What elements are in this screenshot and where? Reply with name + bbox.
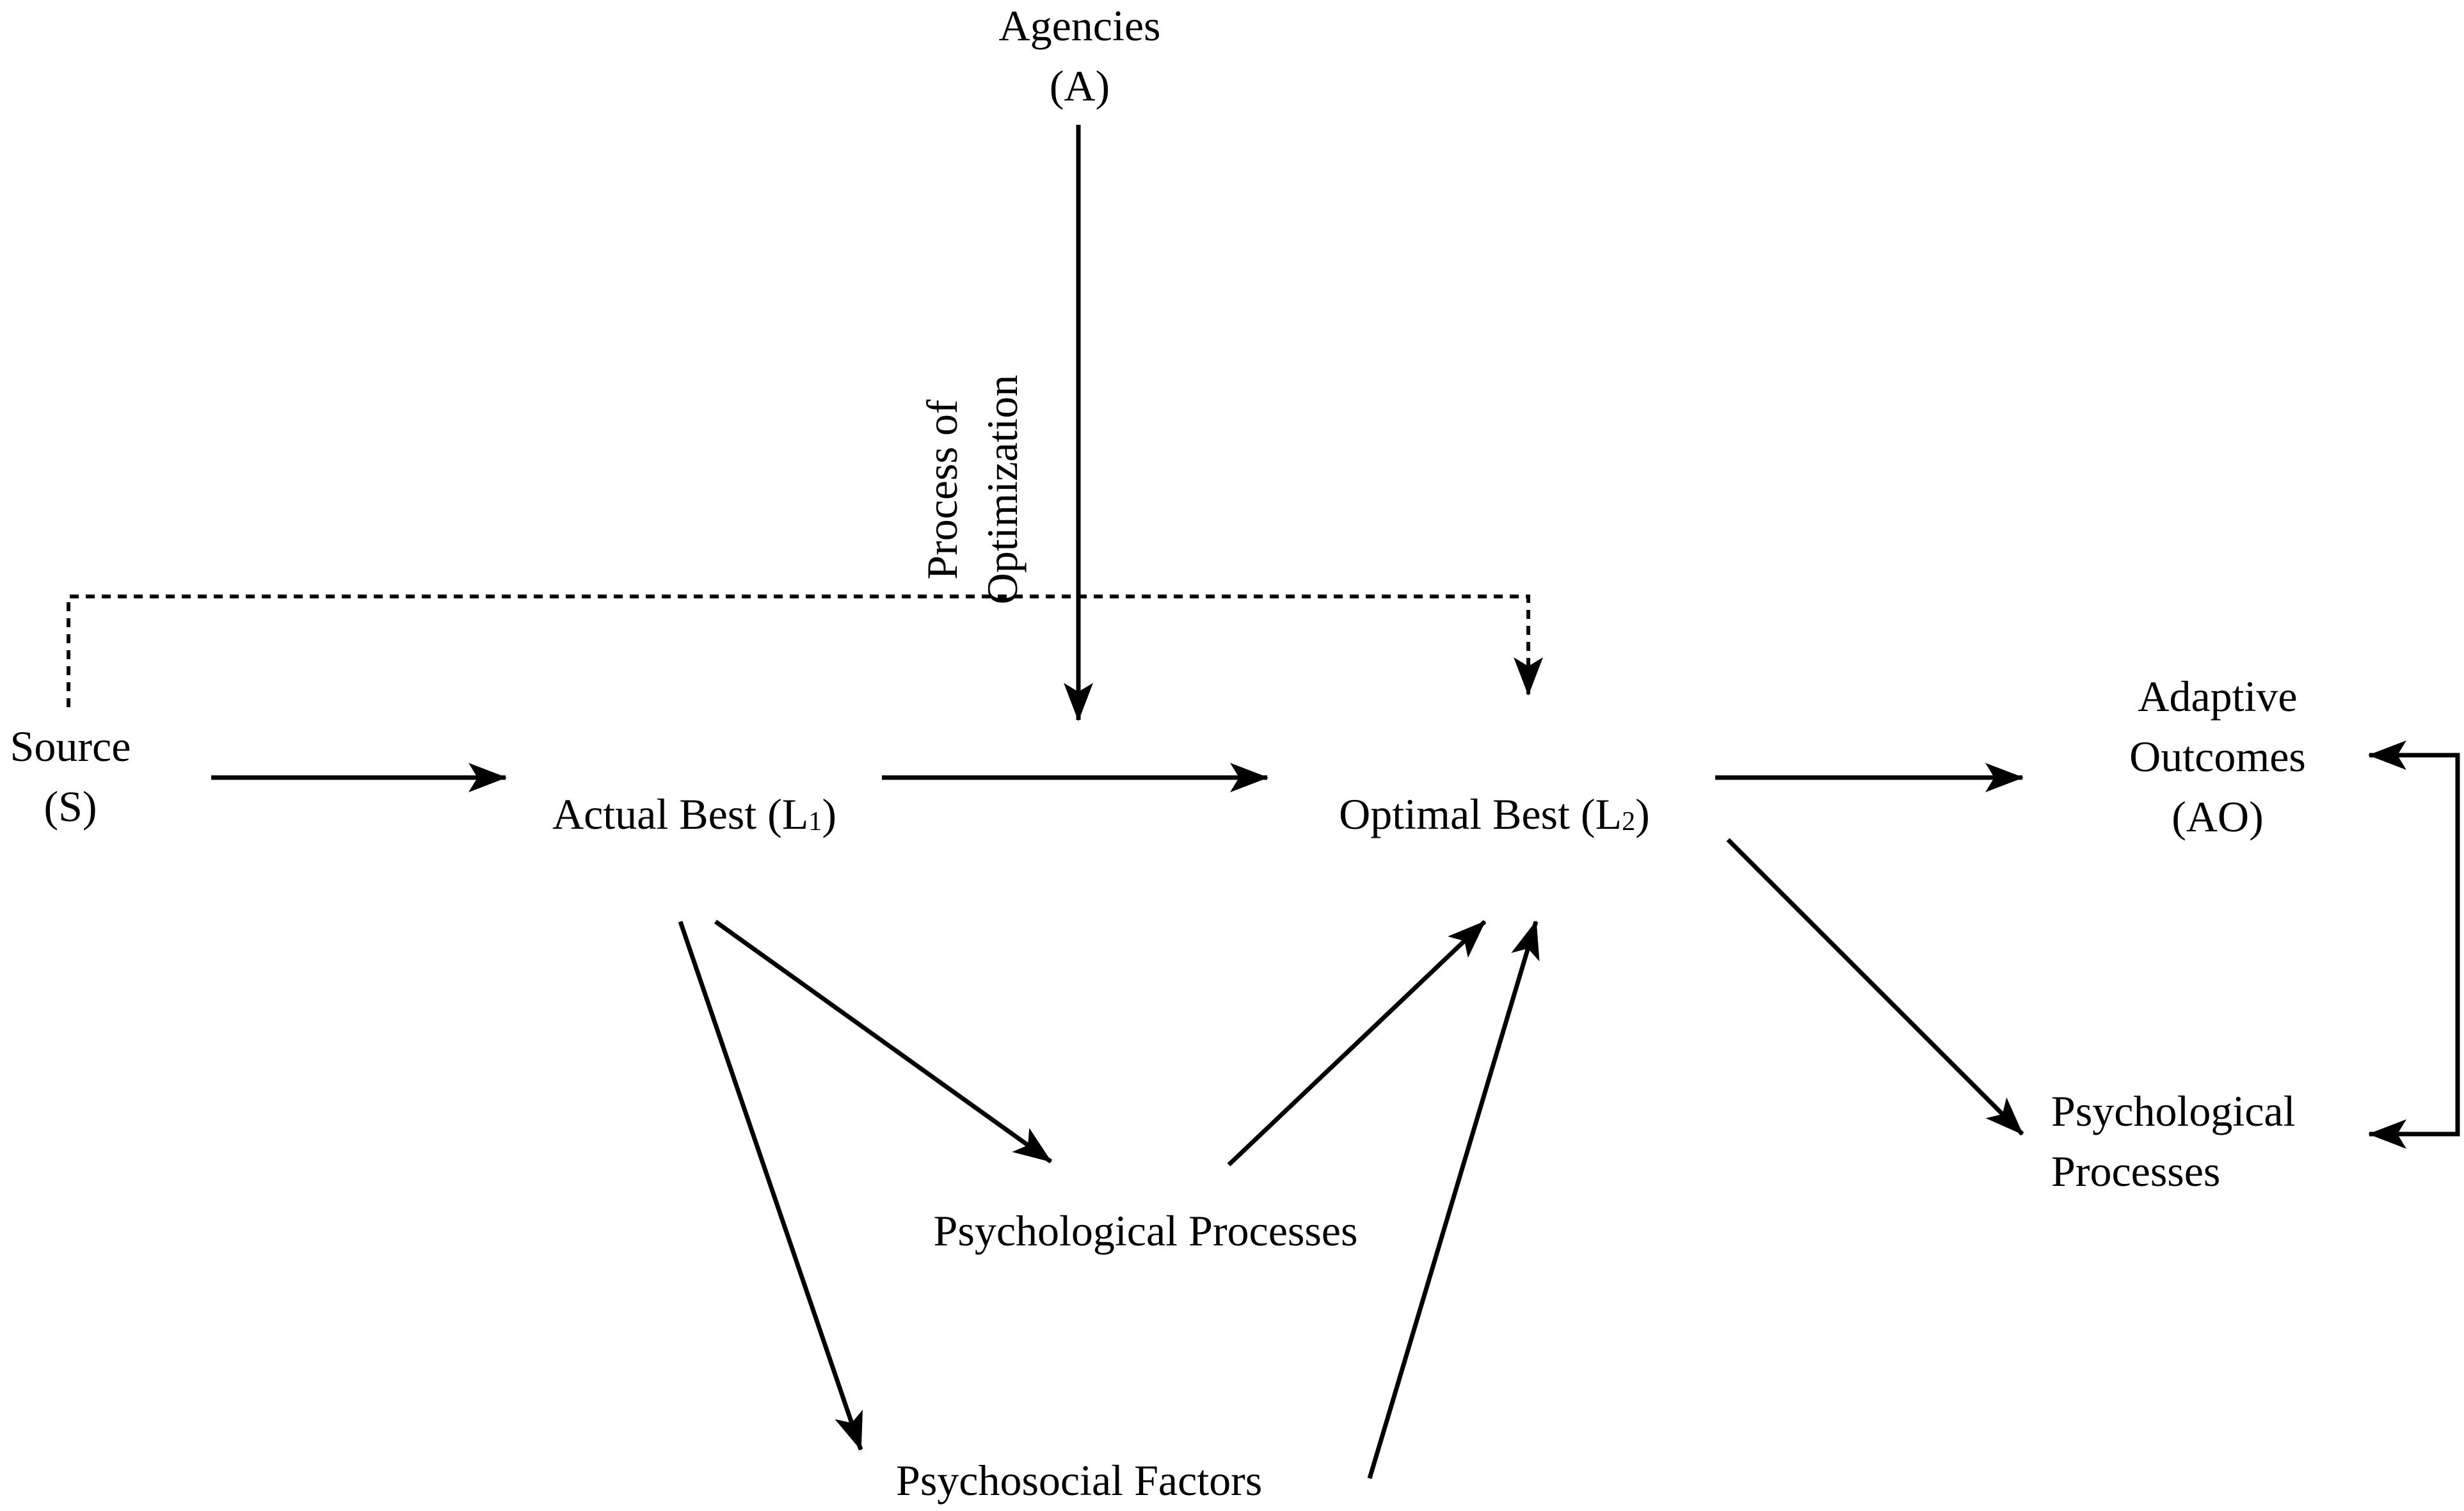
agencies-label: Agencies [998,1,1161,50]
bracket-to-adaptive-outcomes [2368,740,2460,963]
process-label-line2: Optimization [978,374,1027,605]
node-optimal-best: Optimal Best (L2) [1339,785,1650,845]
dotted-connector-source-to-optimal-best [67,595,1543,707]
bracket-to-psych-processes-right [2368,960,2460,1149]
psychosocial-factors-label: Psychosocial Factors [896,1456,1263,1505]
psych-processes-center-label: Psychological Processes [933,1206,1358,1255]
actual-best-subscript: 1 [808,806,822,837]
process-of-optimization-label: Process of Optimization [913,375,1033,605]
node-adaptive-outcomes: Adaptive Outcomes (AO) [2129,667,2306,847]
arrow-actual-best-to-psych-processes [714,920,1053,1163]
arrow-psych-processes-to-optimal-best [1227,920,1487,1167]
arrow-psychosocial-factors-to-optimal-best [1367,920,1540,1480]
actual-best-close: ) [822,790,837,838]
psych-processes-right-line1: Psychological [2051,1087,2296,1135]
source-abbrev: (S) [44,781,97,831]
source-label: Source [10,722,131,771]
actual-best-label: Actual Best (L [552,790,809,838]
node-psych-processes-center: Psychological Processes [934,1201,1358,1261]
arrow-optimal-best-to-psych-processes-right [1726,838,2024,1136]
arrow-actual-best-to-psychosocial-factors [678,920,863,1451]
optimal-best-close: ) [1635,790,1650,838]
node-source: Source (S) [10,717,131,837]
node-psychosocial-factors: Psychosocial Factors [896,1451,1262,1511]
node-actual-best: Actual Best (L1) [552,785,836,845]
adaptive-outcomes-line1: Adaptive [2138,672,2298,721]
adaptive-outcomes-line3: (AO) [2172,792,2264,841]
node-agencies: Agencies (A) [998,0,1160,116]
agencies-abbrev: (A) [1049,61,1110,110]
node-psych-processes-right: Psychological Processes [2051,1082,2296,1202]
psych-processes-right-line2: Processes [2051,1146,2221,1195]
process-label-line1: Process of [918,399,967,580]
optimal-best-label: Optimal Best (L [1339,790,1622,838]
adaptive-outcomes-line2: Outcomes [2129,732,2306,781]
optimal-best-subscript: 2 [1622,806,1636,837]
